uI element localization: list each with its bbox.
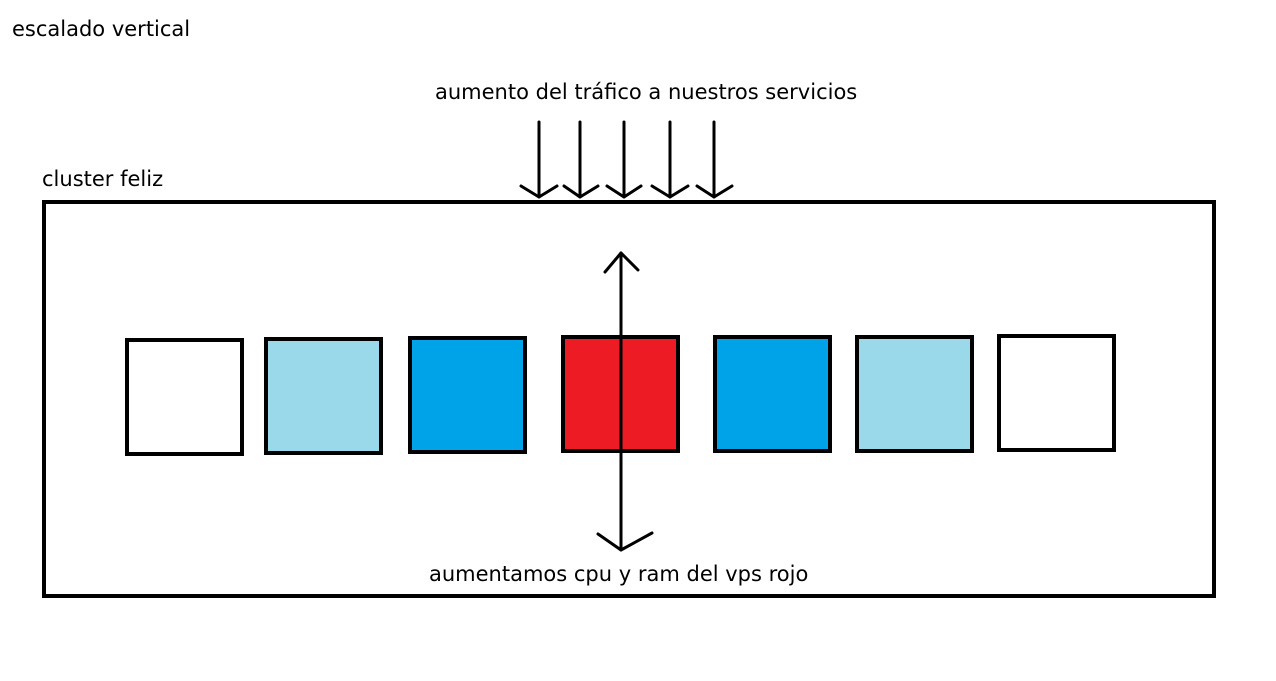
vps-box <box>125 338 244 456</box>
vps-box <box>408 336 527 454</box>
traffic-label: aumento del tráfico a nuestros servicios <box>435 80 858 104</box>
incoming-traffic-arrow <box>605 120 643 199</box>
vps-box <box>264 337 383 455</box>
scale-note: aumentamos cpu y ram del vps rojo <box>429 562 809 586</box>
cluster-box <box>42 200 1216 598</box>
diagram-title: escalado vertical <box>12 17 191 41</box>
cluster-label: cluster feliz <box>42 167 164 191</box>
vps-box <box>855 335 974 453</box>
vps-box <box>997 334 1116 452</box>
incoming-traffic-arrow <box>650 120 690 199</box>
vertical-scale-arrow <box>596 251 654 552</box>
incoming-traffic-arrow <box>562 120 600 199</box>
incoming-traffic-arrow <box>695 120 734 199</box>
incoming-traffic-arrow <box>519 120 559 199</box>
vps-box <box>713 335 832 453</box>
